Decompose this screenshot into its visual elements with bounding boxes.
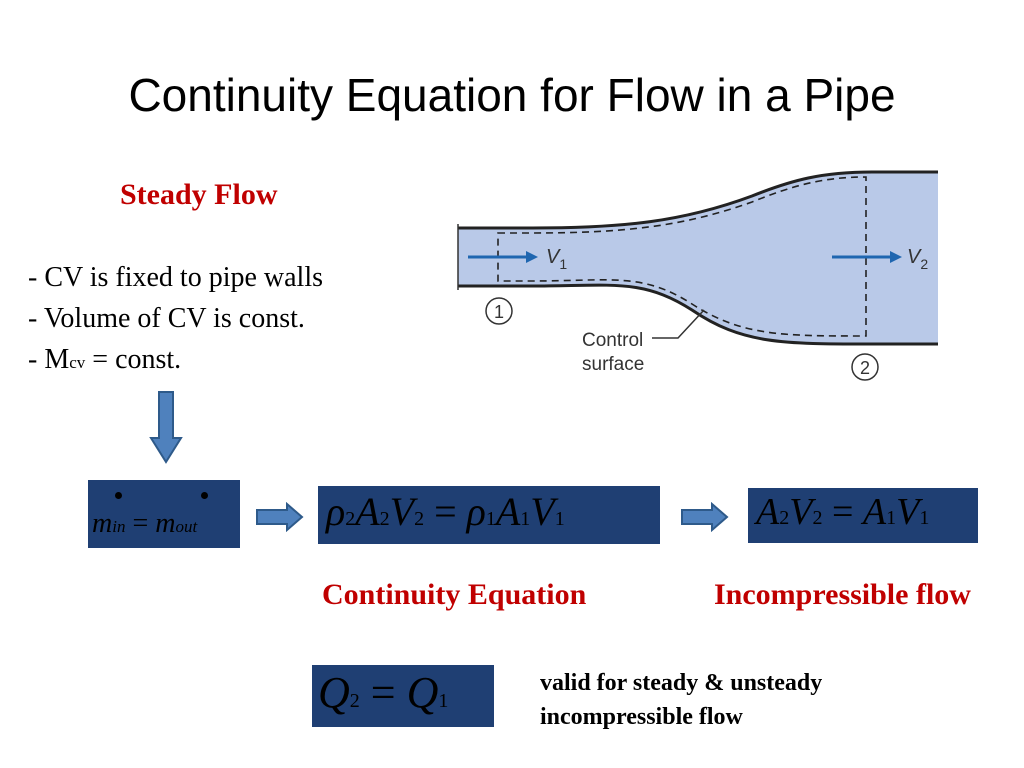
subscript: 2 (779, 507, 790, 529)
validity-note-line-1: valid for steady & unsteady (540, 670, 823, 696)
incompressible-flow-label: Incompressible flow (714, 578, 971, 611)
surface-label: surface (582, 354, 644, 375)
arrowhead-icon (526, 251, 538, 263)
v1-label: V1 (546, 246, 567, 272)
flowrate-symbol: Q (318, 668, 350, 717)
right-arrow-icon (681, 502, 729, 532)
velocity-symbol: V (896, 491, 920, 533)
fluid-region (458, 172, 938, 344)
equals-sign: = (125, 508, 156, 539)
flowrate-symbol: Q (406, 668, 439, 717)
area-symbol: A (862, 491, 887, 533)
area-symbol: A (355, 489, 380, 534)
velocity-symbol: V (789, 491, 813, 533)
station-1-label: 1 (494, 302, 504, 322)
incompressible-equation: A2V2 = A1V1 (748, 488, 978, 543)
upper-pipe-wall (458, 170, 938, 230)
subscript: 1 (485, 508, 496, 530)
steady-flow-heading: Steady Flow (120, 178, 278, 211)
bullet-volume-const: - Volume of CV is const. (28, 303, 305, 334)
arrowhead-icon (890, 251, 902, 263)
subscript: 2 (414, 508, 425, 530)
control-label: Control (582, 330, 643, 351)
slide-title: Continuity Equation for Flow in a Pipe (128, 69, 896, 121)
subscript: 1 (520, 508, 531, 530)
station-1-marker (485, 297, 513, 325)
control-surface-leader (652, 309, 705, 339)
station-2-label: 2 (860, 358, 870, 378)
subscript: 1 (554, 508, 565, 530)
equals-sign: = (822, 491, 863, 533)
equals-sign: = (359, 668, 407, 717)
validity-note: valid for steady & unsteady incompressib… (540, 666, 822, 734)
velocity-symbol: V (530, 489, 555, 534)
m-out-symbol: m (155, 508, 176, 539)
rho-symbol: ρ (466, 489, 486, 534)
subscript: 2 (812, 507, 823, 529)
mass-balance-equation: min = mout (88, 480, 240, 548)
down-arrow-icon (149, 391, 183, 464)
m-in-symbol: m (92, 508, 113, 539)
area-symbol: A (756, 491, 780, 533)
subscript: 2 (379, 508, 390, 530)
lower-pipe-wall (458, 283, 938, 346)
subscript: 1 (438, 690, 449, 712)
continuity-equation: ρ2A2V2 = ρ1A1V1 (318, 486, 660, 544)
mcv-suffix: = const. (85, 344, 182, 375)
subscript: 1 (919, 507, 930, 529)
control-volume-boundary (497, 176, 867, 337)
subscript: 2 (349, 690, 360, 712)
mcv-sub: cv (69, 353, 86, 372)
dot-mark (115, 492, 122, 499)
subscript: 2 (345, 508, 356, 530)
subscript: 1 (886, 507, 897, 529)
mcv-prefix: - M (28, 344, 70, 375)
m-out-subscript: out (175, 517, 198, 536)
m-in-subscript: in (112, 517, 126, 536)
dot-mark (201, 492, 208, 499)
v2-label: V2 (907, 246, 928, 272)
continuity-equation-label: Continuity Equation (322, 578, 587, 611)
bullet-mcv-const: - Mcv = const. (28, 344, 181, 376)
station-2-marker (851, 353, 879, 381)
right-arrow-icon (256, 502, 304, 532)
bullet-cv-fixed: - CV is fixed to pipe walls (28, 262, 324, 293)
pipe-diagram: V1 V2 1 2 Control surface (457, 170, 938, 381)
velocity-symbol: V (389, 489, 415, 534)
rho-symbol: ρ (326, 489, 346, 534)
validity-note-line-2: incompressible flow (540, 704, 743, 730)
area-symbol: A (495, 489, 521, 534)
equals-sign: = (424, 489, 467, 534)
flowrate-equation: Q2 = Q1 (312, 665, 494, 727)
